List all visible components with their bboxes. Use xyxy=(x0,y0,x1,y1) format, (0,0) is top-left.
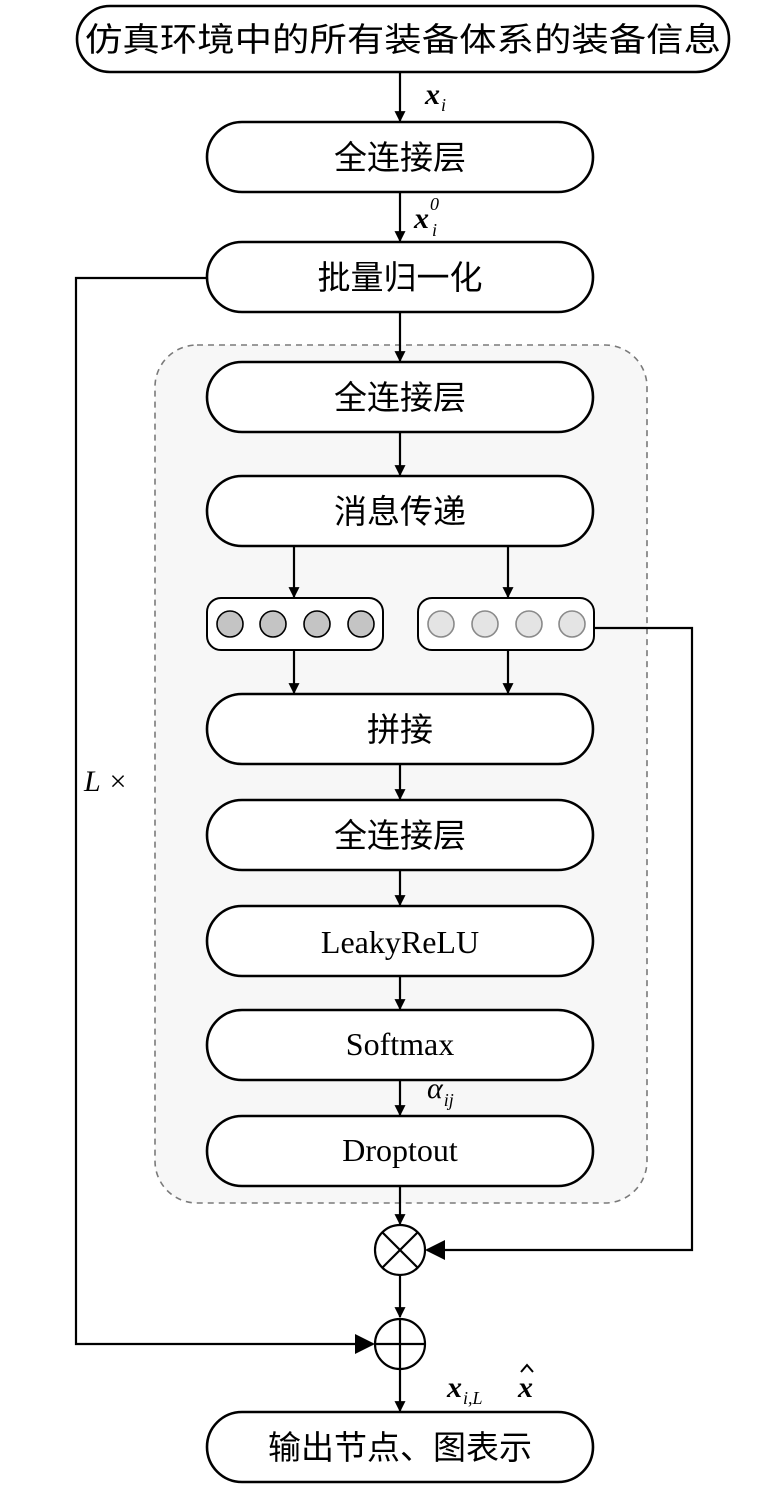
label-alpha-ij: αij xyxy=(427,1072,454,1110)
leaky-relu-label: LeakyReLU xyxy=(321,924,479,960)
left-node-2 xyxy=(259,610,287,638)
left-node-4 xyxy=(347,610,375,638)
residual-connector xyxy=(74,276,375,1354)
fc-layer-1-label: 全连接层 xyxy=(334,138,466,177)
add-operator xyxy=(373,1317,427,1371)
right-node-strip xyxy=(417,597,595,651)
input-box-label: 仿真环境中的所有装备体系的装备信息 xyxy=(85,20,721,59)
right-node-2 xyxy=(471,610,499,638)
left-node-3 xyxy=(303,610,331,638)
label-x-hat: x xyxy=(517,1363,534,1404)
left-node-1 xyxy=(216,610,244,638)
label-sub-i: i xyxy=(432,220,437,240)
input-box xyxy=(75,4,731,74)
fc-layer-2-label: 全连接层 xyxy=(334,816,466,855)
label-sup-0: 0 xyxy=(430,194,439,214)
repeat-label: L × xyxy=(83,765,128,798)
batch-norm-label: 批量归一化 xyxy=(318,258,483,297)
connector-right-nodes-to-multiply xyxy=(425,626,694,1260)
message-passing-box xyxy=(205,474,595,548)
label-x-i: xi xyxy=(424,78,446,115)
svg-text:x: x xyxy=(517,1371,533,1404)
right-node-4 xyxy=(558,610,586,638)
output-box-label: 输出节点、图表示 xyxy=(268,1428,532,1467)
right-node-1 xyxy=(427,610,455,638)
right-node-3 xyxy=(515,610,543,638)
label-x-i-0: x xyxy=(413,202,429,235)
label-x-iL: xi,L xyxy=(446,1371,483,1408)
softmax-label: Softmax xyxy=(346,1026,454,1062)
block-fc-label: 全连接层 xyxy=(334,378,466,417)
multiply-operator xyxy=(373,1223,427,1277)
concat-label: 拼接 xyxy=(367,710,433,749)
message-passing-label: 消息传递 xyxy=(334,492,466,531)
dropout-label: Droptout xyxy=(342,1132,458,1168)
output-box xyxy=(205,1410,595,1484)
